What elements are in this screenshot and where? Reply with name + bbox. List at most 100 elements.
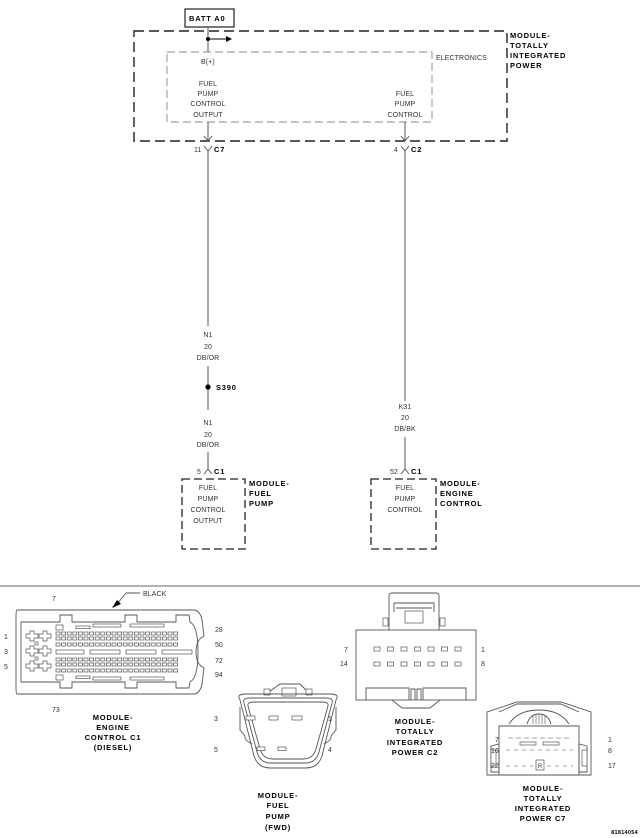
electronics-label: ELECTRONICS xyxy=(436,55,487,62)
ecm-c1-signal-terminals xyxy=(55,631,193,673)
svg-text:(FWD): (FWD) xyxy=(265,823,291,832)
ecm-terminal xyxy=(145,662,150,667)
svg-text:MODULE-: MODULE- xyxy=(523,784,564,793)
svg-text:50: 50 xyxy=(215,642,223,649)
ecm-terminal xyxy=(72,631,78,636)
svg-text:8: 8 xyxy=(481,661,485,668)
tipm-right-function: FUEL PUMP CONTROL xyxy=(388,91,423,119)
svg-text:CONTROL: CONTROL xyxy=(440,499,483,508)
ecm-terminal xyxy=(117,662,122,667)
c7-slot xyxy=(519,741,537,746)
b-plus-label: B(+) xyxy=(201,59,215,66)
svg-text:C1: C1 xyxy=(411,467,422,476)
ecm-terminal xyxy=(134,668,139,673)
c7-clip-right xyxy=(581,749,588,767)
ecm-terminal xyxy=(111,642,117,647)
ecm-terminal xyxy=(66,668,72,673)
svg-text:11: 11 xyxy=(194,147,201,154)
svg-text:PUMP: PUMP xyxy=(395,101,416,108)
fp-rib-right xyxy=(323,707,337,745)
ecm-terminal xyxy=(117,636,122,641)
ecm-terminal xyxy=(150,642,156,647)
ecm-terminal xyxy=(61,642,66,647)
ecm-terminal xyxy=(117,631,122,636)
connector-c1-fuel-pump: 5 C1 xyxy=(197,467,224,476)
svg-text:8: 8 xyxy=(608,748,612,755)
svg-text:FUEL: FUEL xyxy=(267,801,290,810)
svg-text:1: 1 xyxy=(328,716,332,723)
svg-text:FUEL: FUEL xyxy=(249,489,272,498)
tipm-module-outline xyxy=(133,30,508,142)
svg-text:20: 20 xyxy=(401,415,409,422)
ecm-terminal xyxy=(55,668,61,673)
ecm-terminal xyxy=(122,657,128,662)
svg-text:7: 7 xyxy=(495,737,499,744)
svg-text:14: 14 xyxy=(340,661,348,668)
svg-text:DB/OR: DB/OR xyxy=(197,355,220,362)
c2-terminal xyxy=(427,661,435,667)
svg-text:OUTPUT: OUTPUT xyxy=(193,518,223,525)
svg-text:N1: N1 xyxy=(203,332,212,339)
svg-text:3: 3 xyxy=(4,649,8,656)
tipm-module-label: MODULE- TOTALLY INTEGRATED POWER xyxy=(510,31,565,70)
ecm-terminal xyxy=(78,636,83,641)
ecm-terminal xyxy=(83,657,89,662)
ecm-terminal xyxy=(139,631,145,636)
ecm-terminal xyxy=(150,631,156,636)
ecm-terminal xyxy=(156,657,162,662)
svg-text:POWER: POWER xyxy=(510,61,542,70)
ecm-terminal xyxy=(111,657,117,662)
ecm-terminal xyxy=(78,668,83,673)
fuel-pump-module-outline xyxy=(181,478,246,550)
c2-terminal xyxy=(400,661,408,667)
svg-text:FUEL: FUEL xyxy=(199,485,217,492)
c2-terminal xyxy=(454,661,462,667)
ecm-terminal xyxy=(66,662,72,667)
fp-body-outer xyxy=(238,693,338,769)
tipm-c2-caption: MODULE- TOTALLY INTEGRATED POWER C2 xyxy=(387,717,443,757)
ecm-terminal xyxy=(83,636,89,641)
svg-text:5: 5 xyxy=(197,469,201,476)
c2-terminal xyxy=(414,661,421,667)
ecm-terminal xyxy=(55,657,61,662)
tipm-c2-connector-view: 7 14 1 8 MODULE- TOTALLY INTEGRATED POWE… xyxy=(340,592,485,757)
svg-text:INTEGRATED: INTEGRATED xyxy=(387,738,443,747)
ecm-large-terminal xyxy=(125,649,157,655)
ecm-terminal xyxy=(145,657,150,662)
ecm-terminal xyxy=(55,662,61,667)
svg-text:1: 1 xyxy=(481,647,485,654)
ecm-c1-inner xyxy=(20,614,199,689)
ecm-terminal xyxy=(145,668,150,673)
ecm-terminal xyxy=(94,657,100,662)
ecm-terminal xyxy=(167,657,173,662)
ecm-terminal xyxy=(145,631,150,636)
ecm-terminal xyxy=(83,668,89,673)
c2-terminal xyxy=(454,646,462,652)
fuel-pump-module-label: MODULE- FUEL PUMP xyxy=(249,479,289,508)
svg-text:7: 7 xyxy=(52,596,56,603)
ecm-terminal xyxy=(145,642,150,647)
fp-tab xyxy=(305,688,313,696)
c2-terminal xyxy=(387,646,394,652)
svg-text:4: 4 xyxy=(328,747,332,754)
svg-text:20: 20 xyxy=(204,432,212,439)
ecm-terminal xyxy=(173,642,178,647)
ecm-terminal xyxy=(111,662,117,667)
engine-control-module-outline xyxy=(370,478,437,550)
fp-latch-window xyxy=(281,687,297,697)
c2-terminal xyxy=(387,661,394,667)
svg-text:MODULE-: MODULE- xyxy=(510,31,551,40)
svg-text:ENGINE: ENGINE xyxy=(440,489,474,498)
svg-text:5: 5 xyxy=(214,747,218,754)
electronics-outline xyxy=(166,51,433,123)
ecm-terminal xyxy=(94,642,100,647)
ecm-terminal xyxy=(106,668,111,673)
svg-text:22: 22 xyxy=(491,763,499,770)
ecm-terminal xyxy=(173,631,178,636)
fp-body-inner xyxy=(247,701,329,760)
svg-text:MODULE-: MODULE- xyxy=(258,791,299,800)
connector-c7-top: 11 C7 xyxy=(194,145,224,154)
ecm-terminal xyxy=(55,642,61,647)
fp-terminal-4 xyxy=(277,746,287,751)
ecm-terminal xyxy=(61,636,66,641)
